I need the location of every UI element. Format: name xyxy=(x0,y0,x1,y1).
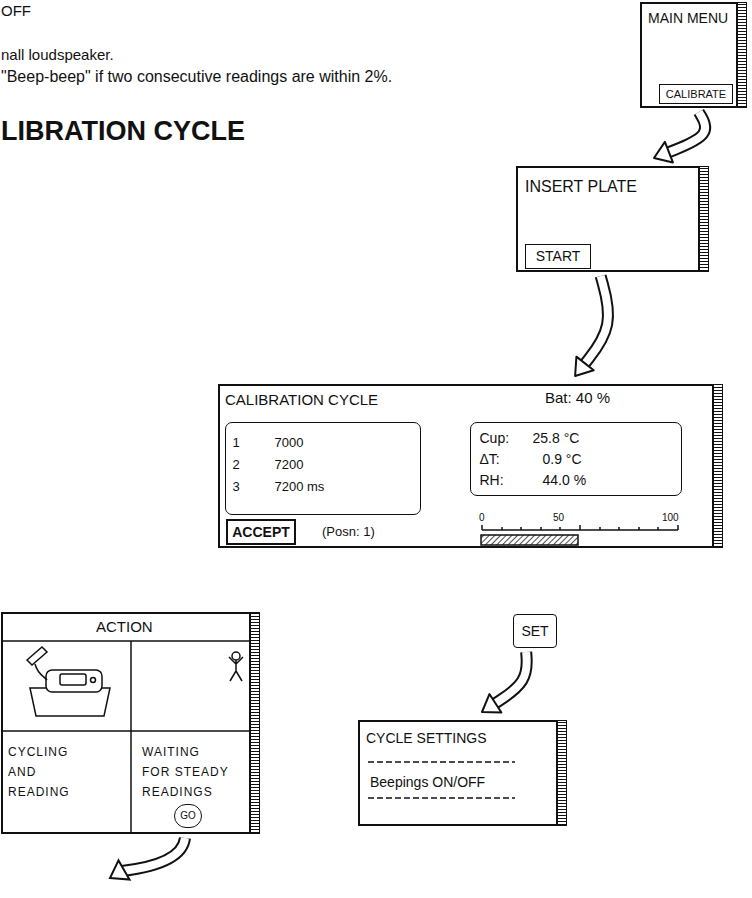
scale-number: 100 xyxy=(662,512,679,524)
screen-title: MAIN MENU xyxy=(648,10,728,26)
probe-symbol xyxy=(27,647,47,665)
flow-arrow xyxy=(575,276,608,376)
round-button-label: GO xyxy=(180,810,196,822)
hollow-arrow xyxy=(584,276,608,365)
sensor-name: RH: xyxy=(480,472,504,488)
screen-title: CYCLE SETTINGS xyxy=(366,730,487,746)
person-head xyxy=(232,652,240,660)
screen-panel: CALIBRATION CYCLEBat: 40 %(Posn: 1)05010… xyxy=(218,384,714,548)
scale-number: 50 xyxy=(553,512,564,524)
sensor-value: 44.0 % xyxy=(543,472,587,488)
person-figure xyxy=(229,657,243,681)
device-symbol xyxy=(46,670,102,692)
arrow-head xyxy=(110,860,130,879)
round-button: GO xyxy=(174,804,202,828)
accept-button-label: ACCEPT xyxy=(232,524,290,540)
probe-cable xyxy=(35,664,47,680)
sensor-name: Cup: xyxy=(480,430,510,446)
menu-item: Beepings ON/OFF xyxy=(370,774,485,790)
menu-button: START xyxy=(525,244,591,269)
device-button xyxy=(91,678,96,683)
hollow-arrow xyxy=(584,276,608,365)
note-text: OFF xyxy=(1,2,31,19)
table-rule xyxy=(1,640,251,642)
menu-button-label: START xyxy=(536,248,581,264)
table-rule xyxy=(1,730,251,732)
position-readout: (Posn: 1) xyxy=(322,525,375,540)
hollow-arrow xyxy=(494,652,527,704)
sensor-value: 0.9 °C xyxy=(543,451,582,467)
menu-rule xyxy=(368,761,515,763)
reading-index: 1 xyxy=(233,436,240,451)
screen-title: CALIBRATION CYCLE xyxy=(225,391,378,408)
readings-box: 1 7000 2 7200 3 7200 ms xyxy=(225,422,421,515)
sensor-name: ΔT: xyxy=(480,451,500,467)
sensor-value: 25.8 °C xyxy=(533,430,580,446)
set-button: SET xyxy=(513,614,557,648)
arrow-head xyxy=(575,357,594,376)
note-text: "Beep-beep" if two consecutive readings … xyxy=(1,68,392,86)
reading-index: 3 xyxy=(233,480,240,495)
screen-panel: CYCLE SETTINGS Beepings ON/OFF xyxy=(358,720,558,826)
screen-panel: MAIN MENU CALIBRATE xyxy=(640,2,738,108)
table-heading: ACTION xyxy=(96,618,153,635)
hollow-arrow xyxy=(122,838,185,871)
table-rule xyxy=(130,641,132,834)
flow-arrow xyxy=(482,652,527,713)
scale-ticks xyxy=(482,525,678,530)
note-text: nall loudspeaker. xyxy=(1,46,114,63)
cell-text: CYCLING AND READING xyxy=(8,742,83,802)
arrow-head xyxy=(482,694,501,712)
set-button-label: SET xyxy=(521,623,548,639)
scale-number: 0 xyxy=(479,512,485,524)
action-table: ACTION CYCLING AND READING WAITING FOR STE… xyxy=(1,612,251,834)
menu-rule xyxy=(368,797,515,799)
section-heading: LIBRATION CYCLE xyxy=(1,116,245,147)
hollow-arrow xyxy=(667,112,705,153)
sensor-box: Cup: 25.8 °C ΔT: 0.9 °C RH: 44.0 % xyxy=(470,422,682,496)
reading-value: 7200 xyxy=(275,458,304,473)
hollow-arrow xyxy=(667,112,705,153)
screen-title: INSERT PLATE xyxy=(525,178,637,196)
menu-button: CALIBRATE xyxy=(659,84,733,104)
menu-button-label: CALIBRATE xyxy=(666,88,726,101)
battery-level: Bat: 40 % xyxy=(545,389,610,406)
hollow-arrow xyxy=(494,652,527,704)
screen-panel: INSERT PLATE START xyxy=(516,166,700,272)
reading-value: 7200 ms xyxy=(275,480,325,495)
device-screen xyxy=(60,674,86,685)
cell-text: WAITING FOR STEADY READINGS xyxy=(142,742,231,802)
accept-button: ACCEPT xyxy=(226,519,296,545)
arrow-head xyxy=(654,142,673,162)
hollow-arrow xyxy=(122,838,185,871)
progress-bar xyxy=(481,535,578,545)
reading-value: 7000 xyxy=(275,436,304,451)
flow-arrow xyxy=(654,112,705,162)
reading-index: 2 xyxy=(233,458,240,473)
